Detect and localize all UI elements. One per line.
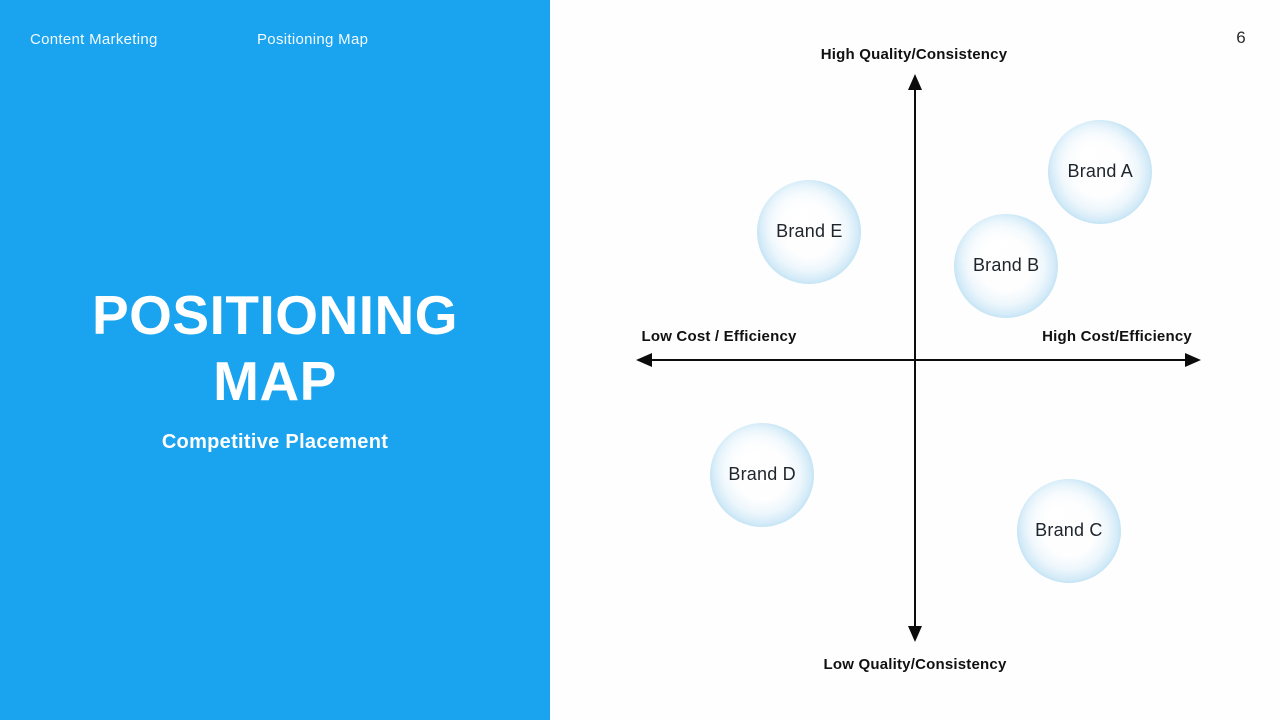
horizontal-axis-line <box>650 359 1187 361</box>
page-number: 6 <box>1236 28 1246 47</box>
brand-bubble-brand-a: Brand A <box>1048 119 1153 224</box>
brand-label: Brand C <box>1035 520 1103 541</box>
axis-label-bottom: Low Quality/Consistency <box>823 656 1007 673</box>
axis-arrow-up-icon <box>908 74 922 90</box>
panel-header: Content Marketing Positioning Map <box>0 31 550 51</box>
axis-label-left: Low Cost / Efficiency <box>641 328 797 345</box>
slide-title-line2: MAP <box>213 350 337 412</box>
title-panel: Content Marketing Positioning Map POSITI… <box>0 0 550 720</box>
header-category-label: Content Marketing <box>30 31 158 48</box>
brand-label: Brand D <box>728 464 796 485</box>
slide-title: POSITIONING MAP <box>0 282 550 414</box>
brand-label: Brand A <box>1067 161 1133 182</box>
axis-arrow-down-icon <box>908 626 922 642</box>
axis-label-top: High Quality/Consistency <box>820 46 1008 63</box>
brand-label: Brand B <box>972 255 1040 276</box>
axis-arrow-right-icon <box>1185 353 1201 367</box>
header-topic-label: Positioning Map <box>257 31 369 48</box>
slide-subtitle: Competitive Placement <box>161 431 389 453</box>
title-block: POSITIONING MAP Competitive Placement <box>0 282 550 454</box>
brand-bubble-brand-e: Brand E <box>757 179 862 284</box>
vertical-axis-line <box>914 88 916 628</box>
brand-bubble-brand-c: Brand C <box>1016 478 1121 583</box>
axis-label-right: High Cost/Efficiency <box>1042 328 1192 345</box>
axis-arrow-left-icon <box>636 353 652 367</box>
brand-bubble-brand-d: Brand D <box>710 422 815 527</box>
positioning-map-chart: 6 High Quality/Consistency Low Quality/C… <box>550 0 1280 720</box>
brand-label: Brand E <box>776 221 843 242</box>
slide-title-line1: POSITIONING <box>91 284 459 346</box>
brand-bubble-brand-b: Brand B <box>954 213 1059 318</box>
